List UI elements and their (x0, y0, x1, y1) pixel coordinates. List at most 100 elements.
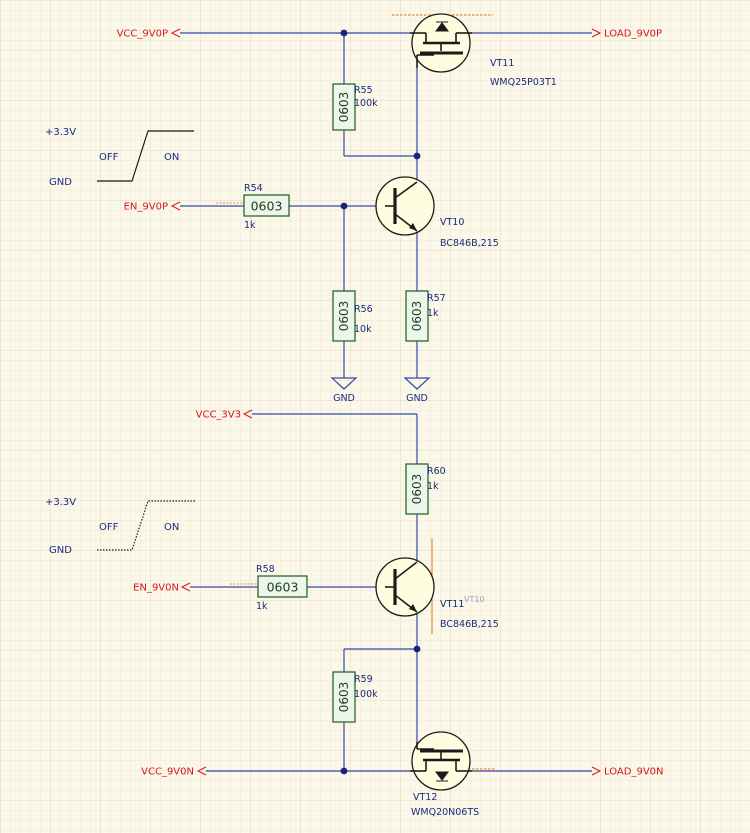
resistor-r55[interactable]: 0603 R55 100k (332, 83, 378, 131)
net-port-en-9v0n[interactable]: EN_9V0N (133, 582, 191, 594)
resistor-r59[interactable]: 0603 R59 100k (332, 671, 378, 723)
net-label-vcc-3v3: VCC_3V3 (196, 410, 241, 421)
emitter-arrow-icon (409, 223, 417, 231)
mosfet-pmos-icon (410, 32, 472, 68)
mosfet-vt11-top[interactable]: VT11 WMQ25P03T1 (392, 13, 557, 88)
ref-label: VT11 (490, 58, 514, 69)
net-port-vcc-3v3[interactable]: VCC_3V3 (196, 410, 253, 421)
net-label-en-9v0p: EN_9V0P (124, 202, 168, 213)
value-label: 100k (354, 689, 378, 700)
package-label: 0603 (267, 580, 299, 595)
gnd-label: GND (406, 393, 428, 404)
resistor-body (405, 463, 429, 515)
package-label: 0603 (410, 301, 424, 332)
net-port-load-9v0p[interactable]: LOAD_9V0P (591, 28, 662, 40)
net-label-en-9v0n: EN_9V0N (133, 583, 179, 594)
mosfet-vt12[interactable]: VT12 WMQ20N06TS (410, 731, 496, 818)
package-label: 0603 (251, 199, 283, 214)
resistor-body (257, 575, 308, 598)
net-port-vcc-9v0n[interactable]: VCC_9V0N (141, 767, 207, 778)
ground-label: GND (49, 177, 72, 188)
ground-icon (403, 377, 431, 390)
package-label: 0603 (337, 301, 351, 332)
resistor-body (332, 290, 356, 342)
value-label: 1k (244, 220, 256, 231)
junction-dot (413, 152, 421, 160)
value-label: 1k (427, 481, 439, 492)
diode-icon (435, 21, 449, 32)
resistor-r56[interactable]: 0603 R56 10k (332, 290, 373, 342)
switch-annotation-bottom: +3.3V GND OFF ON (45, 497, 196, 556)
ref-label: R55 (354, 85, 373, 96)
net-label-vcc-9v0p: VCC_9V0P (117, 29, 168, 40)
package-label: 0603 (410, 474, 424, 505)
ghost-ref-label: VT10 (464, 595, 485, 604)
net-label-load-9v0p: LOAD_9V0P (604, 29, 662, 40)
ref-label: R57 (427, 293, 446, 304)
bjt-body (375, 557, 435, 617)
supply-label: +3.3V (45, 497, 76, 508)
part-label: BC846B,215 (440, 238, 499, 249)
switch-waveform (97, 130, 194, 182)
off-label: OFF (99, 522, 119, 533)
value-label: 100k (354, 98, 378, 109)
diode-icon (435, 771, 449, 782)
resistor-r58[interactable]: 0603 R58 1k (230, 564, 308, 612)
junction-dot (340, 29, 348, 37)
ref-label: VT10 (440, 217, 464, 228)
gnd-label: GND (333, 393, 355, 404)
ground-label: GND (49, 545, 72, 556)
resistor-body (332, 83, 356, 131)
junction-dot (413, 645, 421, 653)
ref-label: VT12 (413, 792, 437, 803)
port-arrow-icon (180, 582, 191, 592)
net-port-load-9v0n[interactable]: LOAD_9V0N (591, 766, 664, 778)
port-arrow-icon (591, 28, 602, 38)
mosfet-nmos-icon (410, 742, 472, 772)
junctions (340, 29, 421, 775)
net-label-vcc-9v0n: VCC_9V0N (141, 767, 194, 778)
port-arrow-icon (170, 28, 181, 38)
part-label: BC846B,215 (440, 619, 499, 630)
junction-dot (340, 202, 348, 210)
gnd-symbol[interactable]: GND (403, 377, 431, 404)
ref-label: R54 (244, 183, 263, 194)
package-label: 0603 (337, 682, 351, 713)
bjt-vt11-bottom[interactable]: VT11 VT10 BC846B,215 (375, 538, 499, 634)
value-label: 10k (354, 324, 372, 335)
emitter-arrow-icon (409, 604, 417, 612)
net-label-load-9v0n: LOAD_9V0N (604, 767, 664, 778)
part-label: WMQ20N06TS (411, 807, 479, 818)
value-label: 1k (256, 601, 268, 612)
bjt-vt10[interactable]: VT10 BC846B,215 (375, 176, 499, 249)
part-label: WMQ25P03T1 (490, 77, 557, 88)
net-port-vcc-9v0p[interactable]: VCC_9V0P (117, 28, 181, 40)
package-label: 0603 (337, 92, 351, 123)
bjt-body (375, 176, 435, 236)
on-label: ON (164, 522, 179, 533)
resistor-r60[interactable]: 0603 R60 1k (405, 463, 446, 515)
supply-label: +3.3V (45, 127, 76, 138)
resistor-r57[interactable]: 0603 R57 1k (405, 290, 446, 342)
port-arrow-icon (591, 766, 602, 776)
ref-label: R60 (427, 466, 446, 477)
net-port-en-9v0p[interactable]: EN_9V0P (124, 201, 181, 213)
resistor-body (332, 671, 356, 723)
switch-annotation-top: +3.3V GND OFF ON (45, 127, 194, 188)
junction-dot (340, 767, 348, 775)
value-label: 1k (427, 308, 439, 319)
ref-label: R56 (354, 304, 373, 315)
wires (180, 32, 592, 772)
port-arrow-icon (170, 201, 181, 211)
ground-icon (330, 377, 358, 390)
ref-label: VT11 (440, 599, 464, 610)
ref-label: R59 (354, 674, 373, 685)
resistor-r54[interactable]: 0603 R54 1k (216, 183, 290, 231)
switch-waveform (97, 500, 196, 551)
ref-label: R58 (256, 564, 275, 575)
resistor-body (243, 194, 290, 217)
resistor-body (405, 290, 429, 342)
gnd-symbol[interactable]: GND (330, 377, 358, 404)
